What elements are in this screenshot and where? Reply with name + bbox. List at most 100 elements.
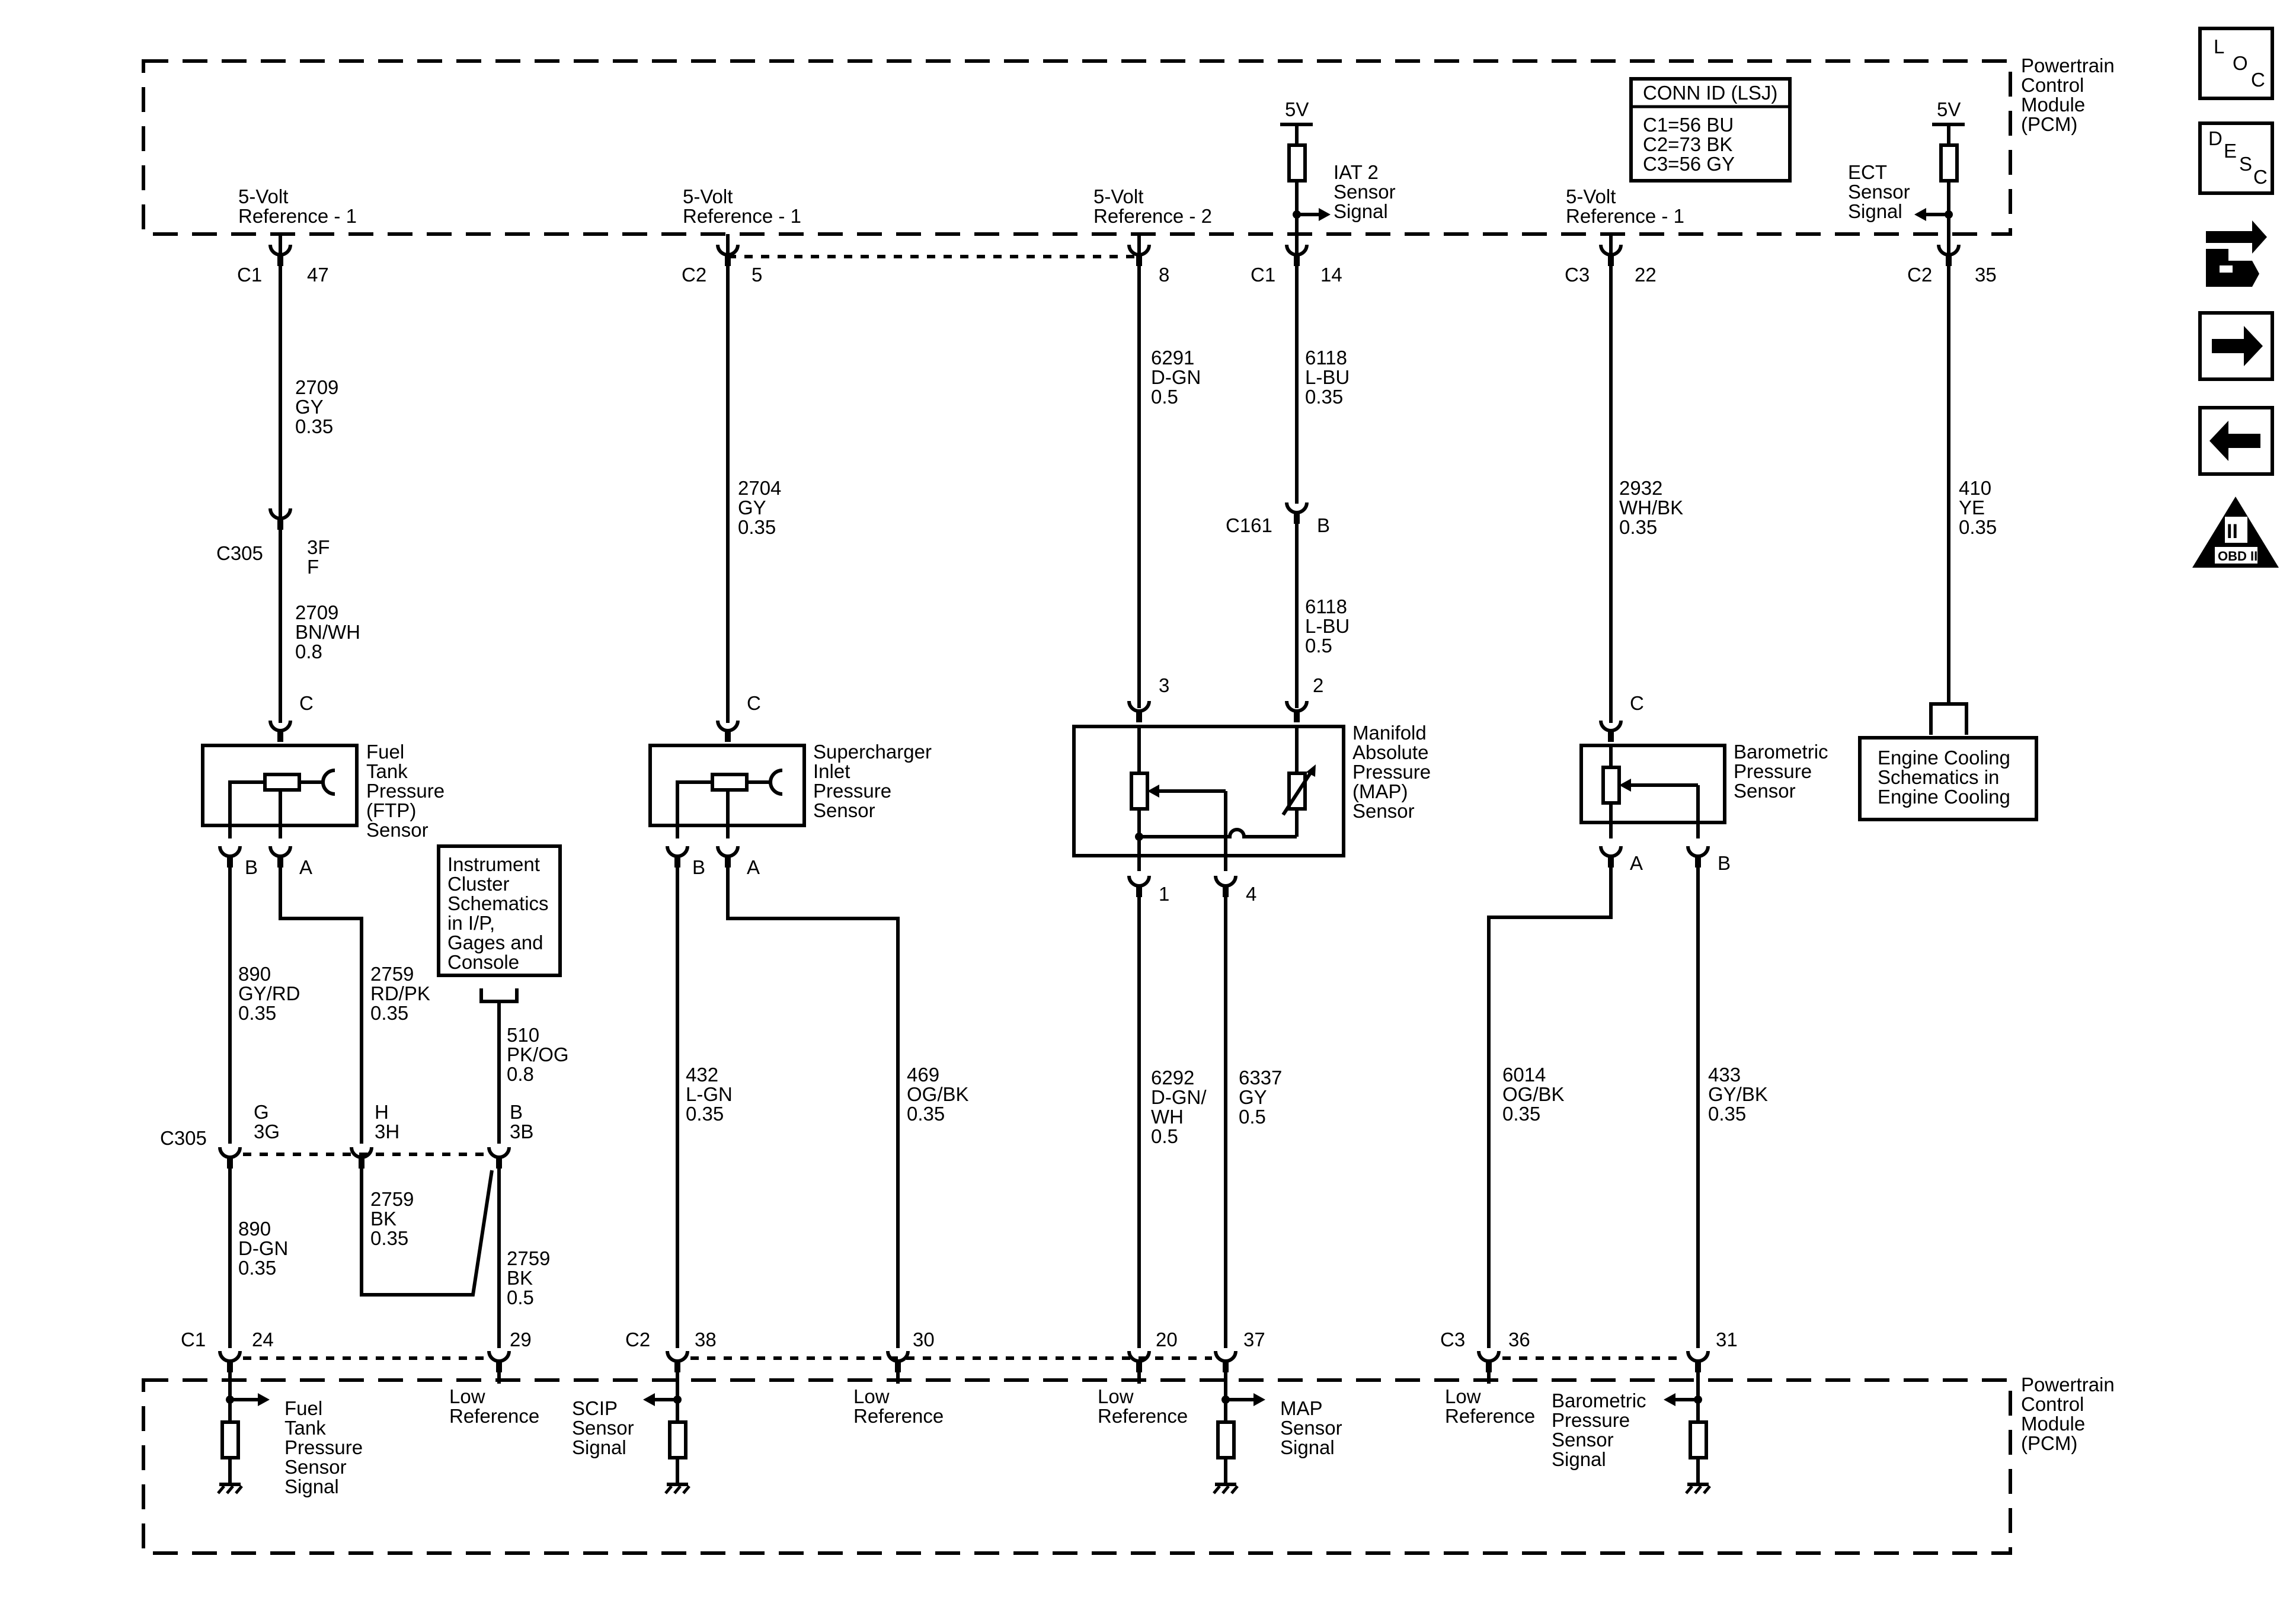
wire-label: 0.35 xyxy=(686,1103,724,1125)
wire-label: L-BU xyxy=(1305,615,1350,637)
wire-label: 6292 xyxy=(1151,1067,1194,1089)
wire-label: 510 xyxy=(507,1024,539,1046)
wire-label: L-GN xyxy=(686,1083,733,1105)
wire-label: GY/BK xyxy=(1708,1083,1768,1105)
ref-text: Console xyxy=(447,951,519,973)
connector-terminal xyxy=(1946,253,1952,266)
module-label-line: Module xyxy=(2021,94,2085,116)
sensor-label: Inlet xyxy=(813,760,850,782)
signal-label: SCIP xyxy=(572,1397,618,1419)
back-arrow-icon[interactable] xyxy=(2198,406,2274,476)
loc-icon[interactable]: L O C xyxy=(2198,27,2274,100)
ref-text: Schematics in xyxy=(1878,766,1999,788)
signal-label: 5-Volt xyxy=(1093,185,1143,207)
signal-label: Signal xyxy=(1334,200,1388,222)
pin-label: 14 xyxy=(1320,264,1342,286)
obd-ii-icon[interactable]: II OBD II xyxy=(2192,497,2279,568)
module-label-line: Control xyxy=(2021,74,2084,96)
instrument-cluster-ref: Instrument Cluster Schematics in I/P, Ga… xyxy=(437,844,569,1144)
wire-label: D-GN xyxy=(238,1237,288,1259)
signal-label: Low xyxy=(1445,1385,1481,1407)
supply-label: 5V xyxy=(1285,98,1309,120)
ref-text: Engine Cooling xyxy=(1878,747,2010,769)
wire-label: 890 xyxy=(238,1218,271,1240)
pin-label: 35 xyxy=(1975,264,1997,286)
connector-terminal xyxy=(227,1156,233,1169)
wire-label: BK xyxy=(507,1267,533,1289)
pin-label: 3B xyxy=(510,1121,533,1142)
ref-text: Engine Cooling xyxy=(1878,786,2010,808)
scip-circuit: 2704 GY 0.35 C Supercharger Inlet Pressu… xyxy=(648,234,969,1348)
wire-label: 0.5 xyxy=(1151,1125,1178,1147)
connector-terminal xyxy=(277,854,283,868)
supply-label: 5V xyxy=(1937,98,1961,120)
ref-text: Gages and xyxy=(447,932,543,953)
wire-label: 2932 xyxy=(1619,477,1662,499)
connector-terminal xyxy=(277,253,283,266)
pin-label: 47 xyxy=(307,264,329,286)
connector-terminal xyxy=(674,1359,680,1372)
pin-label: C xyxy=(1630,692,1644,714)
sensor-label: (FTP) xyxy=(366,799,416,821)
wire-label: 6118 xyxy=(1305,347,1347,369)
module-label-line: (PCM) xyxy=(2021,1432,2077,1454)
pin-label: B xyxy=(510,1101,523,1123)
wire-label: 0.35 xyxy=(738,516,776,538)
wire-label: 890 xyxy=(238,963,271,985)
wire-label: 0.35 xyxy=(1708,1103,1746,1125)
baro-circuit: 2932 WH/BK 0.35 C Barometric Pressure Se… xyxy=(1487,234,1828,1348)
obd-mark: II xyxy=(2227,520,2238,543)
wire-label: 0.35 xyxy=(238,1002,276,1024)
pin-label: 31 xyxy=(1716,1329,1738,1350)
signal-label: 5-Volt xyxy=(1566,185,1616,207)
connector-end-view-icon[interactable] xyxy=(2206,220,2267,287)
sensor-label: Pressure xyxy=(366,780,445,802)
desc-letter: C xyxy=(2253,166,2268,188)
desc-letter: E xyxy=(2224,140,2237,162)
connector-pins xyxy=(218,244,1961,1372)
signal-label: Signal xyxy=(1552,1448,1606,1470)
signal-label: ECT xyxy=(1848,161,1887,183)
signal-label: Barometric xyxy=(1552,1390,1646,1411)
pin-label: F xyxy=(307,556,319,578)
wire-label: 2759 xyxy=(370,1188,414,1210)
obd-label: OBD II xyxy=(2218,549,2257,564)
connector-terminal xyxy=(1608,729,1614,742)
conn-id-line: C3=56 GY xyxy=(1643,153,1735,175)
conn-id-line: C2=73 BK xyxy=(1643,133,1732,155)
connector-terminal xyxy=(1136,884,1142,897)
pin-label: A xyxy=(747,856,760,878)
next-arrow-icon[interactable] xyxy=(2198,311,2274,381)
wire-label: 0.35 xyxy=(1502,1103,1540,1125)
pin-label: 2 xyxy=(1313,674,1323,696)
ref-text: in I/P, xyxy=(447,912,495,934)
pin-label: C xyxy=(299,692,314,714)
connector-terminal xyxy=(1136,709,1142,722)
sensor-label: Sensor xyxy=(1352,800,1415,822)
pcm-bottom-label: Powertrain Control Module (PCM) xyxy=(2021,1374,2115,1454)
sensor-label: (MAP) xyxy=(1352,780,1408,802)
signal-label: Sensor xyxy=(1334,181,1396,203)
sensor-label: Pressure xyxy=(1734,760,1812,782)
top-connectors: C1 47 C2 5 8 C1 14 C3 22 C2 35 xyxy=(237,264,1997,286)
desc-icon[interactable]: D E S C xyxy=(2198,121,2274,195)
loc-letter: L xyxy=(2214,36,2224,57)
signal-label: Sensor xyxy=(1552,1429,1614,1451)
pin-label: 3 xyxy=(1159,674,1169,696)
connector-terminal xyxy=(227,1359,233,1372)
module-label-line: (PCM) xyxy=(2021,113,2077,135)
module-label-line: Module xyxy=(2021,1413,2085,1435)
connector-label: C2 xyxy=(1907,264,1932,286)
connector-terminal xyxy=(1608,253,1614,266)
pin-label: B xyxy=(245,856,258,878)
bottom-connectors: C1 24 29 C2 38 30 20 37 C3 36 31 xyxy=(181,1329,1738,1360)
ref-text: Instrument xyxy=(447,853,540,875)
connector-terminal xyxy=(1223,884,1229,897)
signal-label: Sensor xyxy=(284,1456,347,1478)
signal-label: Tank xyxy=(284,1417,326,1439)
connector-terminal xyxy=(1486,1359,1492,1372)
pin-label: 4 xyxy=(1246,883,1256,905)
wire-label: 0.35 xyxy=(1959,516,1997,538)
connector-terminal xyxy=(227,854,233,868)
wire-label: 469 xyxy=(907,1064,939,1086)
